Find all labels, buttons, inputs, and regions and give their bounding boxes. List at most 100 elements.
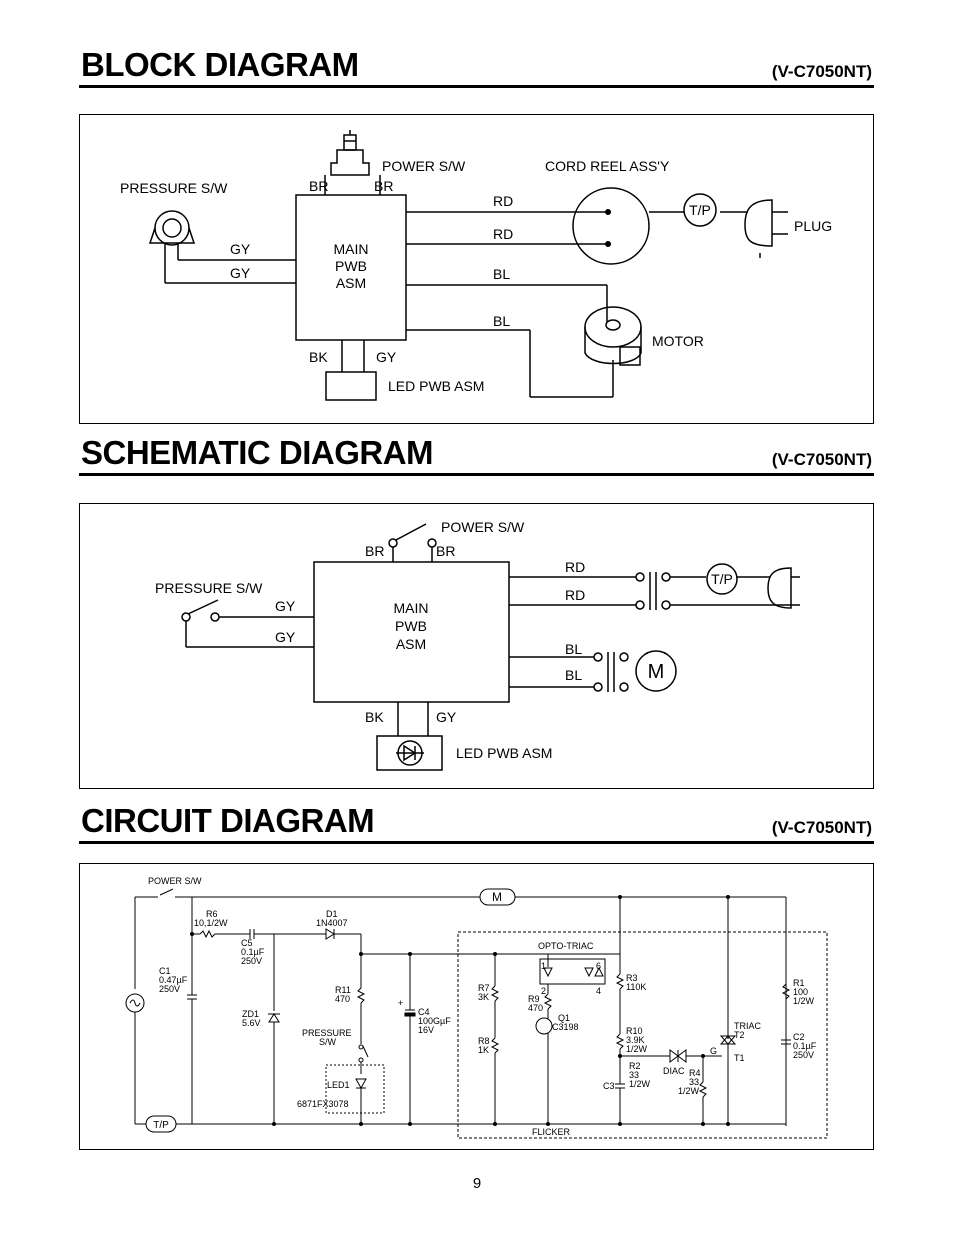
schematic-rd-bottom-label: RD (565, 587, 585, 603)
circuit-diagram-frame: POWER S/W M R6 10,1/2W C5 0.1µF 250V D1 … (79, 863, 874, 1150)
circuit-r2-value1: 33 (629, 1070, 639, 1080)
block-gy-led-label: GY (376, 349, 397, 365)
circuit-d1-label: D1 (326, 909, 338, 919)
schematic-br-left-label: BR (365, 543, 384, 559)
circuit-opto-pin2: 2 (541, 986, 546, 996)
schematic-gy-bottom-label: GY (275, 629, 296, 645)
circuit-diagram-model: (V-C7050NT) (771, 818, 872, 837)
circuit-c1-value1: 0.47µF (159, 975, 188, 985)
circuit-r7-label: R7 (478, 983, 490, 993)
schematic-pressure-sw-label: PRESSURE S/W (155, 580, 263, 596)
schematic-power-switch-icon (395, 523, 427, 541)
block-gy-top-label: GY (230, 241, 251, 257)
block-plug-label: PLUG (794, 218, 832, 234)
schematic-diagram-frame: POWER S/W PRESSURE S/W BR BR RD RD GY GY… (79, 503, 874, 789)
schematic-motor-symbol: M (648, 661, 665, 683)
circuit-diagram-svg: POWER S/W M R6 10,1/2W C5 0.1µF 250V D1 … (125, 876, 828, 1139)
schematic-bk-label: BK (365, 709, 384, 725)
circuit-triac-label: TRIAC (734, 1021, 762, 1031)
circuit-r2-value2: 1/2W (629, 1079, 651, 1089)
schematic-tp-label: T/P (711, 571, 733, 587)
circuit-r10-value2: 1/2W (626, 1044, 648, 1054)
schematic-gy-led-label: GY (436, 709, 457, 725)
circuit-triac-t1: T1 (734, 1053, 745, 1063)
circuit-r9-value: 470 (528, 1003, 543, 1013)
circuit-r3-label: R3 (626, 973, 638, 983)
circuit-c4-label: C4 (418, 1007, 430, 1017)
schematic-main-line2: PWB (395, 618, 427, 634)
circuit-r11-label: R11 (335, 985, 351, 995)
circuit-tp-label: T/P (153, 1120, 169, 1131)
schematic-diagram-svg: POWER S/W PRESSURE S/W BR BR RD RD GY GY… (155, 519, 800, 771)
block-motor-icon (584, 306, 642, 348)
circuit-c5-label: C5 (241, 938, 253, 948)
schematic-power-sw-label: POWER S/W (441, 519, 525, 535)
circuit-r4-label: R4 (689, 1068, 701, 1078)
circuit-r6-label: R6 (206, 909, 218, 919)
circuit-c3-label: C3 (603, 1081, 615, 1091)
circuit-r10-value1: 3.9K (626, 1035, 645, 1045)
circuit-triac-gate: G (710, 1046, 717, 1056)
block-main-line3: ASM (336, 275, 366, 291)
circuit-q1-label: Q1 (558, 1013, 570, 1023)
block-power-switch-icon (330, 149, 370, 176)
circuit-c1-label: C1 (159, 966, 171, 976)
schematic-bl-top-label: BL (565, 641, 582, 657)
block-bl-bottom-label: BL (493, 313, 510, 329)
block-motor-label: MOTOR (652, 333, 704, 349)
block-diagram-title: BLOCK DIAGRAM (81, 46, 359, 83)
schematic-diagram-title: SCHEMATIC DIAGRAM (81, 434, 434, 471)
block-bk-label: BK (309, 349, 328, 365)
circuit-opto-pin4: 4 (596, 986, 601, 996)
circuit-control-module-box (457, 931, 828, 1139)
circuit-r8-label: R8 (478, 1036, 490, 1046)
block-title-rule (79, 85, 874, 88)
circuit-r2-label: R2 (629, 1061, 641, 1071)
circuit-zd1-label: ZD1 (242, 1009, 259, 1019)
circuit-motor-symbol: M (492, 890, 502, 904)
schematic-plug-icon (767, 567, 792, 609)
schematic-motor-icon (635, 650, 677, 692)
circuit-r8-value: 1K (478, 1045, 489, 1055)
circuit-c4-value2: 16V (418, 1025, 434, 1035)
schematic-pressure-switch-icon (187, 599, 219, 615)
schematic-main-pwb-box (313, 561, 510, 703)
circuit-c2-label: C2 (793, 1032, 805, 1042)
schematic-thermal-protector-icon (706, 563, 738, 595)
circuit-r3-value: 110K (626, 982, 646, 992)
circuit-c1-value2: 250V (159, 984, 180, 994)
block-gy-bottom-label: GY (230, 265, 251, 281)
schematic-title-rule (79, 473, 874, 476)
circuit-r11-value: 470 (335, 994, 350, 1004)
circuit-opto-triac-box (539, 958, 606, 985)
circuit-r10-label: R10 (626, 1026, 643, 1036)
block-led-pwb-box (325, 371, 377, 401)
circuit-c4-plus: + (398, 998, 403, 1008)
circuit-r1-value2: 1/2W (793, 996, 815, 1006)
circuit-r9-label: R9 (528, 994, 540, 1004)
schematic-gy-top-label: GY (275, 598, 296, 614)
block-diagram-frame: POWER S/W CORD REEL ASS'Y PRESSURE S/W B… (79, 114, 874, 424)
schematic-led-label: LED PWB ASM (456, 745, 552, 761)
circuit-title-rule (79, 841, 874, 844)
circuit-power-sw-label: POWER S/W (148, 876, 202, 886)
schematic-diagram-model: (V-C7050NT) (771, 450, 872, 469)
schematic-led-pwb-box (376, 735, 443, 771)
schematic-rd-top-label: RD (565, 559, 585, 575)
block-cord-reel-icon (572, 187, 650, 265)
circuit-r1-value1: 100 (793, 987, 808, 997)
block-cord-reel-label: CORD REEL ASS'Y (545, 158, 670, 174)
block-thermal-protector-icon (683, 193, 717, 227)
circuit-flicker-label: FLICKER (532, 1127, 571, 1137)
circuit-diac-label: DIAC (663, 1066, 685, 1076)
circuit-c2-value1: 0.1µF (793, 1041, 817, 1051)
circuit-q1-value: C3198 (552, 1022, 579, 1032)
circuit-pressure-sw-label2: S/W (319, 1037, 337, 1047)
circuit-led1-label: LED1 (327, 1080, 350, 1090)
circuit-d1-value: 1N4007 (316, 918, 348, 928)
circuit-zd1-value: 5.6V (242, 1018, 261, 1028)
schematic-main-line1: MAIN (394, 600, 429, 616)
block-pressure-switch-icon (154, 210, 190, 246)
circuit-c4-value1: 100GµF (418, 1016, 451, 1026)
circuit-diagram-title: CIRCUIT DIAGRAM (81, 802, 375, 839)
